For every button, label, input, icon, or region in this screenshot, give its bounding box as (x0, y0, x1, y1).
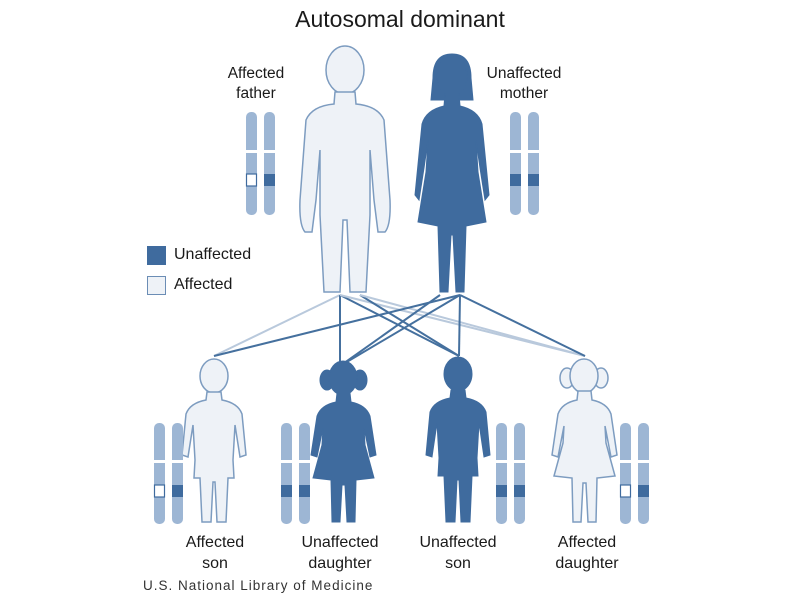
daughter-unaffected-chromosome-pair (281, 423, 310, 524)
source-credit: U.S. National Library of Medicine (143, 578, 374, 593)
line-mother-daughter2 (459, 294, 586, 357)
child4-label: Affected daughter (532, 532, 642, 574)
father-chromosome-pair (245, 112, 275, 215)
legend-unaffected: Unaffected (147, 244, 251, 266)
child1-label: Affected son (165, 532, 265, 574)
inheritance-lines (213, 294, 586, 367)
legend-unaffected-swatch (147, 245, 166, 265)
line-father-son1 (213, 294, 341, 357)
mother-label-line2: mother (499, 85, 549, 102)
child3-label-line2: son (445, 555, 471, 572)
line-mother-son2 (458, 294, 461, 357)
child2-label: Unaffected daughter (285, 532, 395, 574)
line-father2-daughter2 (359, 294, 586, 357)
mother-chromosome-pair (510, 112, 539, 215)
daughter-affected-figure (551, 358, 618, 523)
child3-label: Unaffected son (403, 532, 513, 574)
child4-label-line2: daughter (555, 555, 619, 572)
child1-label-line2: son (202, 555, 228, 572)
child2-label-line1: Unaffected (301, 534, 379, 551)
mother-figure (414, 53, 490, 293)
mother-label: Unaffected mother (472, 64, 576, 104)
father-label-line2: father (236, 85, 276, 102)
legend-affected-swatch (147, 275, 166, 295)
son-unaffected-figure (425, 356, 491, 523)
chromosomes (153, 112, 649, 524)
child2-label-line2: daughter (308, 555, 372, 572)
father-label: Affected father (206, 64, 306, 104)
daughter-affected-chromosome-pair (619, 423, 649, 524)
son-affected-figure (181, 358, 247, 523)
line-mother-daughter1 (339, 294, 461, 367)
line-mother-son1 (213, 294, 461, 357)
child1-label-line1: Affected (185, 534, 245, 551)
legend-unaffected-label: Unaffected (174, 246, 252, 263)
daughter-unaffected-figure (310, 360, 377, 523)
father-label-line1: Affected (227, 65, 285, 82)
child4-label-line1: Affected (557, 534, 617, 551)
mother-label-line1: Unaffected (486, 65, 562, 82)
son-unaffected-chromosome-pair (496, 423, 525, 524)
father-normal-allele (264, 174, 275, 186)
father-figure (299, 45, 391, 293)
line-father-son2 (339, 294, 460, 357)
diagram-title: Autosomal dominant (295, 6, 505, 32)
legend-affected-label: Affected (174, 276, 233, 293)
child3-label-line1: Unaffected (419, 534, 497, 551)
legend-affected: Affected (147, 274, 232, 296)
son-affected-chromosome-pair (153, 423, 183, 524)
father-mutant-allele (245, 173, 258, 187)
line-mother2-daughter1 (339, 294, 441, 367)
